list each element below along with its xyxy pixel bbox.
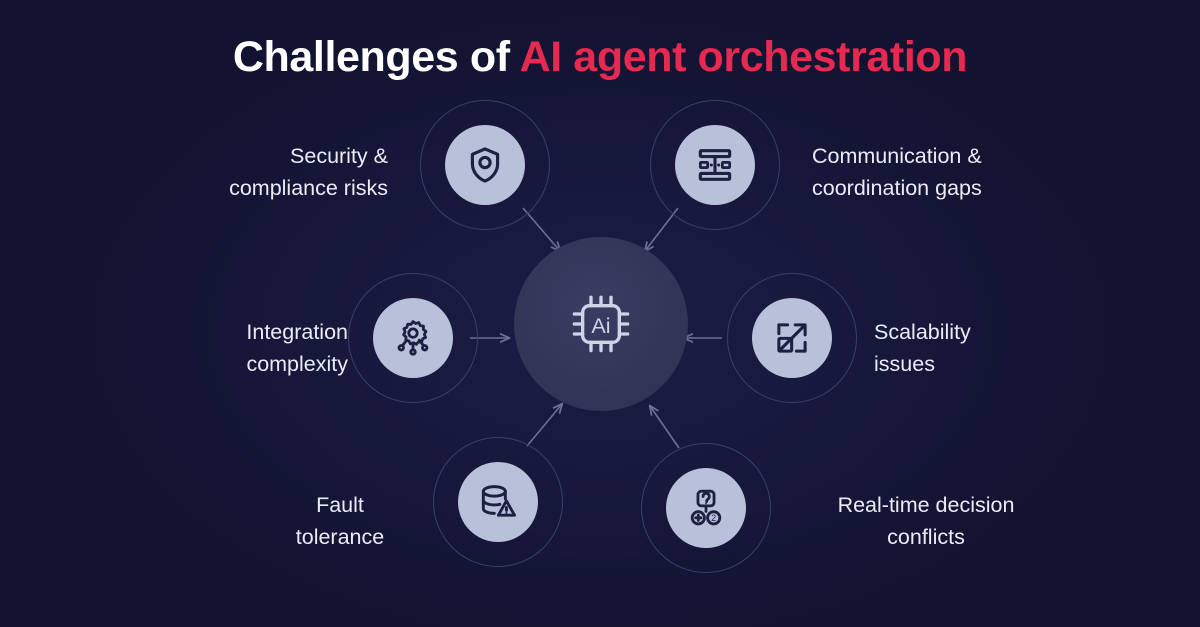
badge-fault-tolerance — [458, 462, 538, 542]
label-security-compliance-risks: Security & compliance risks — [229, 144, 388, 200]
svg-text:Ai: Ai — [591, 313, 610, 338]
node-integration-complexity[interactable] — [348, 273, 478, 403]
label-integration-complexity: Integration complexity — [246, 320, 348, 376]
page-title: Challenges of AI agent orchestration — [0, 33, 1200, 81]
label-communication-coordination-gaps: Communication & coordination gaps — [812, 144, 982, 200]
scale-expand-icon — [771, 317, 813, 359]
central-ai-hub: Ai — [514, 237, 688, 411]
shield-icon — [464, 144, 506, 186]
decision-question-icon: 2 — [685, 487, 727, 529]
node-real-time-decision-conflicts[interactable]: 2 — [641, 443, 771, 573]
node-communication-coordination-gaps[interactable] — [650, 100, 780, 230]
label-fault-tolerance: Fault tolerance — [295, 493, 385, 549]
gear-network-icon — [392, 317, 434, 359]
network-hierarchy-icon — [693, 143, 737, 187]
node-scalability-issues[interactable] — [727, 273, 857, 403]
badge-communication — [675, 125, 755, 205]
ai-chip-icon: Ai — [561, 284, 641, 364]
title-lead: Challenges of — [232, 33, 520, 81]
node-security-compliance-risks[interactable] — [420, 100, 550, 230]
title-accent: AI agent orchestration — [519, 33, 968, 81]
database-warning-icon — [476, 480, 520, 524]
label-scalability-issues: Scalability issues — [874, 320, 971, 376]
arrow-fault-tolerance-to-hub — [526, 404, 562, 447]
label-real-time-decision-conflicts: Real-time decision conflicts — [837, 493, 1015, 549]
node-fault-tolerance[interactable] — [433, 437, 563, 567]
badge-decision-conflicts: 2 — [666, 468, 746, 548]
badge-scalability — [752, 298, 832, 378]
arrow-security-to-hub — [522, 207, 560, 251]
badge-security — [445, 125, 525, 205]
arrow-decision-conflicts-to-hub — [650, 406, 680, 449]
svg-text:2: 2 — [711, 513, 716, 523]
badge-integration — [373, 298, 453, 378]
